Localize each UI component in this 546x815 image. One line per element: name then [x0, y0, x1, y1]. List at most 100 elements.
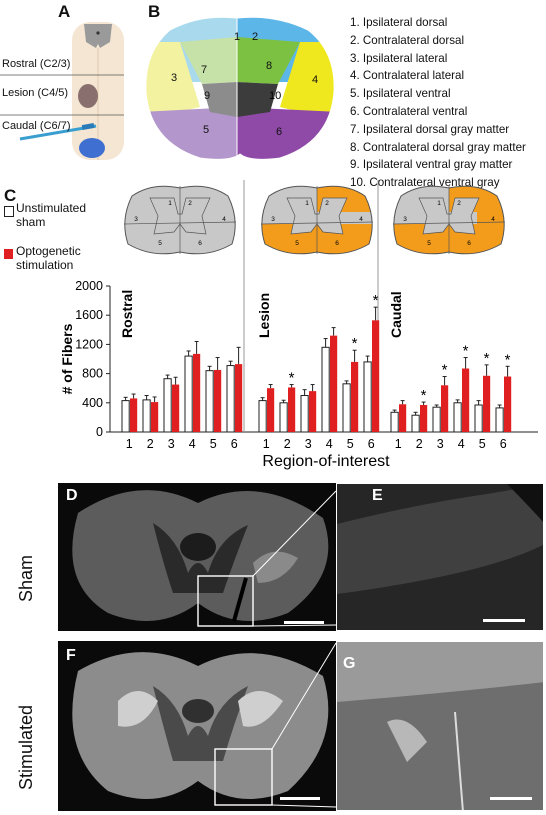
x-tick-label: 1 — [263, 437, 270, 451]
sham-bar — [300, 395, 309, 433]
significance-star: * — [421, 387, 427, 404]
cord-horizontal-line — [260, 221, 374, 225]
sham-bar — [495, 407, 504, 433]
stim-bar — [193, 353, 201, 432]
stim-bar — [214, 369, 222, 432]
sham-bar — [226, 365, 235, 433]
y-tick-label: 2000 — [75, 279, 103, 293]
scale-bar-f — [280, 797, 320, 800]
sham-bar — [163, 378, 172, 433]
caudal-level-label: Caudal (C6/7) — [2, 120, 71, 132]
x-tick-label: 2 — [416, 437, 423, 451]
legend-stim-line1: Optogenetic — [16, 244, 81, 258]
region-number-7: 7 — [201, 64, 208, 76]
cord-horizontal-line — [123, 221, 237, 225]
x-tick-label: 5 — [210, 437, 217, 451]
region-legend-item: 7. Ipsilateral dorsal gray matter — [350, 122, 510, 136]
stim-bar — [399, 404, 407, 432]
x-tick-label: 3 — [437, 437, 444, 451]
region-number-6: 6 — [276, 126, 283, 138]
legend-stim-swatch — [4, 249, 13, 259]
y-tick-label: 0 — [96, 425, 103, 439]
region-legend-item: 2. Contralateral dorsal — [350, 33, 465, 47]
x-tick-label: 1 — [126, 437, 133, 451]
legend-stim-label: Optogenetic stimulation — [16, 244, 81, 272]
region-legend-item: 1. Ipsilateral dorsal — [350, 16, 448, 29]
region-number-9: 9 — [204, 90, 211, 102]
group-label-rostral: Rostral — [119, 290, 135, 338]
fiber-count-chart: 0 400 800 1200 1600 2000 # of FibersRegion-of-… — [59, 180, 538, 470]
cord-region-label: 2 — [325, 200, 329, 207]
sham-bar — [390, 411, 399, 433]
cord-region-label: 6 — [335, 240, 339, 247]
legend-sham-line2: sham — [16, 215, 46, 229]
sham-bar — [474, 404, 483, 433]
significance-star: * — [484, 350, 490, 367]
legend-sham-line1: Unstimulated — [16, 201, 87, 215]
panel-a-spinal-cord-schematic — [0, 22, 124, 160]
x-tick-label: 4 — [458, 437, 465, 451]
cord-region-label: 3 — [403, 216, 407, 223]
x-tick-label: 5 — [347, 437, 354, 451]
region-number-1: 1 — [234, 31, 241, 43]
region-number-3: 3 — [171, 72, 178, 84]
x-tick-label: 2 — [284, 437, 291, 451]
sham-bar — [321, 346, 330, 433]
cord-region-label: 2 — [188, 200, 192, 207]
x-axis-label: Region-of-interest — [262, 453, 390, 470]
region-number-4: 4 — [312, 74, 319, 86]
sham-bar — [411, 414, 420, 433]
x-tick-label: 6 — [231, 437, 238, 451]
y-tick-label: 1200 — [75, 337, 103, 351]
panel-label-g: G — [343, 655, 356, 672]
panel-label-e: E — [372, 487, 383, 504]
sham-bar — [279, 402, 288, 433]
y-tick-label: 400 — [82, 396, 103, 410]
sham-bar — [342, 383, 351, 433]
region-legend-item: 3. Ipsilateral lateral — [350, 51, 448, 65]
cord-region-label: 5 — [295, 240, 299, 247]
sham-bar — [184, 355, 193, 433]
stim-bar — [351, 361, 359, 432]
stim-bar — [441, 385, 449, 432]
region-legend-item: 8. Contralateral dorsal gray matter — [350, 140, 526, 154]
sham-bar — [205, 370, 214, 433]
stim-bar — [151, 402, 159, 432]
x-tick-label: 6 — [368, 437, 375, 451]
stim-bar — [504, 376, 512, 432]
micrograph-e-sham-zoom — [336, 483, 544, 631]
stim-bar — [235, 364, 243, 432]
micrograph-d-sham — [58, 483, 338, 631]
panel-label-a: A — [58, 2, 71, 21]
x-tick-label: 3 — [305, 437, 312, 451]
sham-bar — [453, 402, 462, 433]
region-legend-item: 9. Ipsilateral ventral gray matter — [350, 158, 513, 172]
legend-sham-swatch — [4, 206, 14, 217]
x-tick-label: 2 — [147, 437, 154, 451]
x-tick-label: 4 — [189, 437, 196, 451]
legend-sham-label: Unstimulated sham — [16, 201, 86, 229]
cord-region-label: 5 — [158, 240, 162, 247]
y-tick-label: 800 — [82, 367, 103, 381]
scale-bar-g — [490, 797, 532, 800]
region-legend-item: 6. Contralateral ventral — [350, 104, 468, 118]
cord-region-label: 4 — [222, 216, 226, 223]
x-tick-label: 5 — [479, 437, 486, 451]
significance-star: * — [373, 292, 379, 309]
stim-bar — [267, 388, 275, 432]
panel-label-b: B — [148, 2, 161, 21]
cord-region-label: 1 — [305, 200, 309, 207]
sham-bar — [363, 361, 372, 433]
group-label-lesion: Lesion — [256, 293, 272, 338]
significance-star: * — [505, 351, 511, 368]
x-tick-label: 3 — [168, 437, 175, 451]
sham-bar — [432, 406, 441, 433]
stim-bar — [420, 404, 428, 432]
cord-region-label: 5 — [427, 240, 431, 247]
y-tick-label: 1600 — [75, 308, 103, 322]
panel-label-f: F — [66, 647, 76, 664]
stim-bar — [330, 335, 338, 432]
region-number-5: 5 — [203, 124, 210, 136]
region-legend: 1. Ipsilateral dorsal 2. Contralateral d… — [350, 14, 526, 192]
y-axis-label: # of Fibers — [59, 323, 75, 394]
